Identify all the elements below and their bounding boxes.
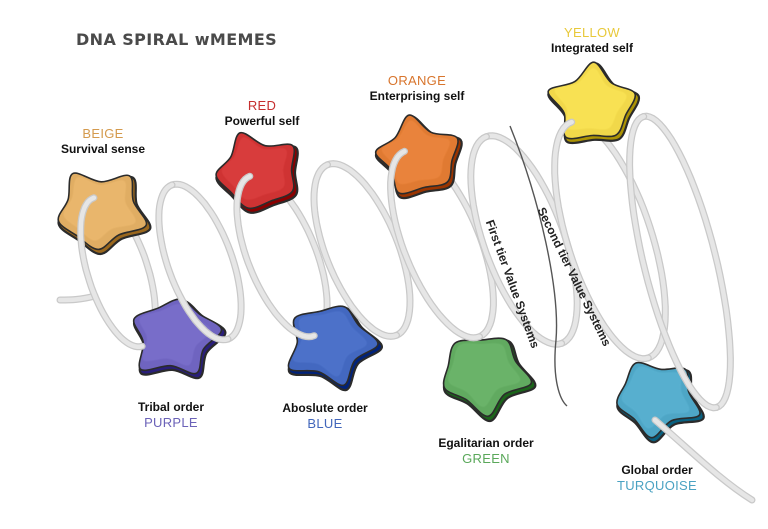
label-yellow: YELLOW Integrated self (551, 25, 633, 56)
blob-yellow-shine (554, 68, 627, 130)
blob-red (215, 131, 299, 214)
turquoise-desc: Global order (621, 463, 693, 477)
coil-front-7 (627, 114, 719, 411)
green-name: GREEN (462, 451, 510, 466)
green-desc: Egalitarian order (438, 436, 534, 450)
red-desc: Powerful self (224, 114, 300, 128)
purple-desc: Tribal order (137, 400, 205, 414)
coil-front-1 (156, 182, 231, 343)
blob-green-shine (448, 343, 521, 407)
diagram-title: DNA SPIRAL wMEMES (76, 30, 278, 49)
blob-turquoise (616, 361, 705, 444)
turquoise-name: TURQUOISE (617, 478, 697, 493)
coil-back-3 (325, 161, 413, 338)
coil-front-5 (468, 134, 564, 347)
coil-back-1 (169, 181, 244, 342)
blue-name: BLUE (307, 416, 343, 431)
coil-front-2 (234, 174, 317, 339)
spiral-tail-right (652, 417, 755, 503)
yellow-desc: Integrated self (550, 41, 634, 55)
blob-orange-shine (381, 120, 450, 185)
coil-front-4 (388, 149, 482, 341)
red-name: RED (247, 98, 277, 113)
coil-front-6 (552, 119, 651, 361)
orange-name: ORANGE (387, 73, 447, 88)
beige-desc: Survival sense (60, 142, 146, 156)
blob-green (442, 337, 537, 423)
orange-desc: Enterprising self (369, 89, 465, 103)
label-green: Egalitarian order GREEN (438, 436, 533, 467)
blob-turquoise-shine (621, 366, 690, 429)
yellow-name: YELLOW (564, 25, 620, 40)
tier-divider-line (509, 125, 568, 407)
beige-name: BEIGE (82, 126, 124, 141)
spiral-tail-left (57, 293, 98, 303)
label-blue: Aboslute order BLUE (282, 401, 367, 432)
coil-back-7 (641, 113, 733, 410)
spiral-coils-front (77, 113, 756, 504)
purple-name: PURPLE (144, 415, 198, 430)
coil-front-0 (78, 195, 145, 349)
blob-orange (374, 114, 463, 200)
color-blobs (57, 61, 705, 444)
blob-purple (132, 298, 227, 380)
label-beige: BEIGE Survival sense (61, 126, 145, 157)
label-red: RED Powerful self (225, 98, 300, 129)
label-turquoise: Global order TURQUOISE (617, 463, 697, 494)
coil-front-3 (311, 162, 399, 339)
blob-blue-shine (292, 311, 367, 377)
label-orange: ORANGE Enterprising self (370, 73, 465, 104)
blob-blue (287, 305, 383, 392)
blue-desc: Aboslute order (282, 401, 368, 415)
label-purple: Tribal order PURPLE (138, 400, 204, 431)
